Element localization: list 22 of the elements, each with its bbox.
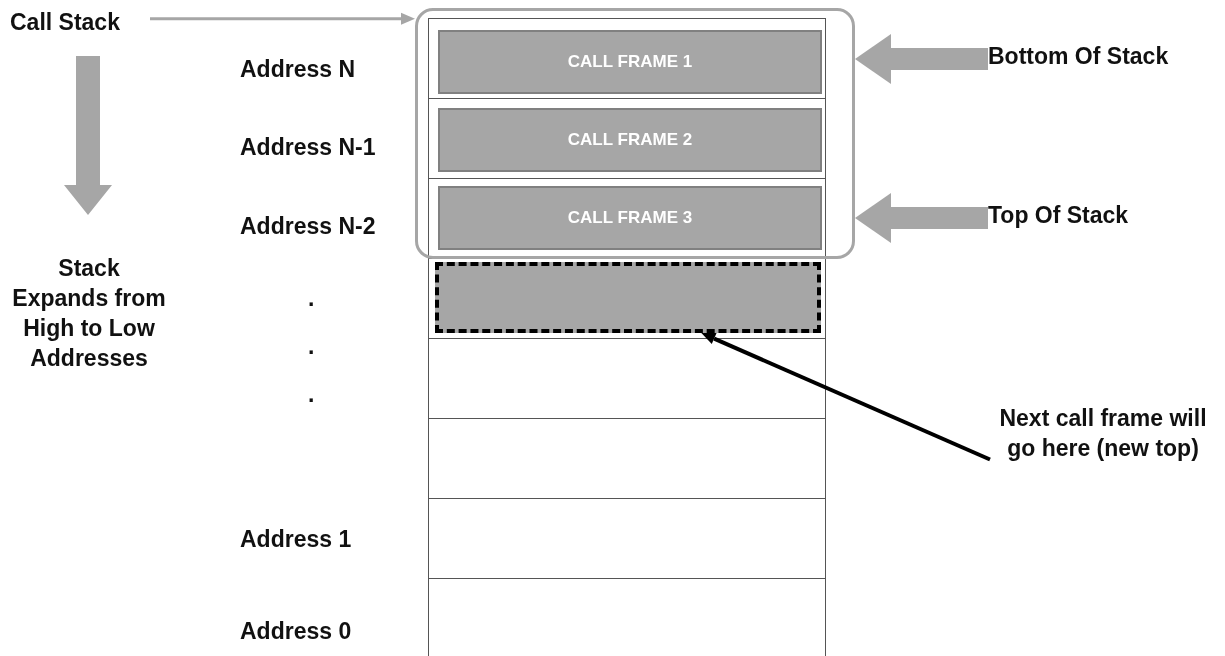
address-label: Address 0 bbox=[240, 617, 352, 646]
address-label: Address 1 bbox=[240, 525, 352, 554]
arrow bbox=[150, 12, 415, 25]
call-frame-box: CALL FRAME 2 bbox=[438, 108, 822, 172]
top-of-stack-label: Top Of Stack bbox=[988, 201, 1168, 235]
address-label: Address N bbox=[240, 55, 356, 84]
bottom-of-stack-label: Bottom Of Stack bbox=[988, 42, 1224, 76]
block-arrow bbox=[855, 34, 988, 84]
ellipsis-dot: . bbox=[308, 332, 315, 361]
block-arrow bbox=[855, 193, 988, 243]
ellipsis-dot: . bbox=[308, 380, 315, 409]
call-frame-box: CALL FRAME 3 bbox=[438, 186, 822, 250]
address-label: Address N-2 bbox=[240, 212, 376, 241]
stack-outline bbox=[415, 8, 855, 259]
call-frame-box: CALL FRAME 1 bbox=[438, 30, 822, 94]
call-stack-label: Call Stack bbox=[10, 8, 150, 44]
ellipsis-dot: . bbox=[308, 284, 315, 313]
arrow bbox=[701, 333, 991, 462]
address-label: Address N-1 bbox=[240, 133, 376, 162]
empty-slot bbox=[435, 262, 821, 333]
annotation-text: Next call frame will go here (new top) bbox=[990, 404, 1216, 522]
description-text: Stack Expands from High to Low Addresses bbox=[12, 254, 166, 373]
